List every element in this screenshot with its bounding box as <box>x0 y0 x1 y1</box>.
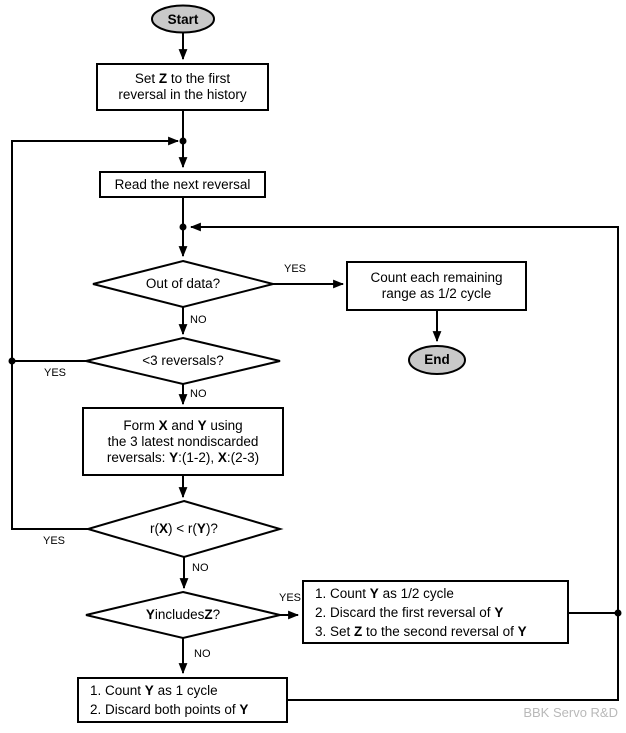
connector-left-loop-to-read <box>11 136 180 530</box>
connector-right-loop-to-read <box>189 222 619 701</box>
text-line: reversals: Y:(1-2), X:(2-3) <box>106 449 260 465</box>
junction-dots <box>8 137 622 617</box>
process-form-xy-label: Form X and Y using the 3 latest nondisca… <box>83 408 283 475</box>
text-line: Form X and Y using <box>123 417 243 433</box>
process-count-half-label: 1. Count Y as 1/2 cycle 2. Discard the f… <box>315 581 568 643</box>
process-form-xy-shape <box>82 407 284 476</box>
edge-label-lt3-yes: YES <box>44 367 67 379</box>
edge-label-compare-no: NO <box>192 562 209 574</box>
terminal-start-shape <box>151 4 215 34</box>
text-line: 1. Count Y as 1/2 cycle <box>315 585 454 601</box>
process-count-half-shape <box>302 580 569 644</box>
node-shapes <box>77 4 569 723</box>
edge-label-includes-no: NO <box>194 648 211 660</box>
process-read-next-shape <box>99 171 266 198</box>
text-line: the 3 latest nondiscarded <box>107 433 259 449</box>
decision-y-includes-z-shape <box>85 590 281 640</box>
process-set-z-shape <box>96 63 269 111</box>
text-line: 2. Discard both points of Y <box>90 702 249 717</box>
decision-y-includes-z-label: Y includes Z? <box>145 607 221 622</box>
decision-lt3-reversals-shape <box>85 336 281 386</box>
text-line: Count each remaining <box>370 270 503 285</box>
edge-label-out-of-data-no: NO <box>190 314 207 326</box>
text-line: 1. Count Y as 1 cycle <box>90 683 218 698</box>
process-count-full-label: 1. Count Y as 1 cycle 2. Discard both po… <box>90 678 287 722</box>
junction-dot <box>8 357 16 365</box>
decision-out-of-data-label: Out of data? <box>145 276 221 291</box>
terminal-end-label: End <box>424 352 450 367</box>
junction-dot <box>614 609 622 617</box>
process-read-next-label: Read the next reversal <box>114 176 251 192</box>
process-count-full-shape <box>77 677 288 723</box>
decision-out-of-data-shape <box>92 259 274 309</box>
edge-label-compare-yes: YES <box>43 535 66 547</box>
text-line: 3. Set Z to the second reversal of Y <box>315 623 527 639</box>
process-count-remaining-label: Count each remaining range as 1/2 cycle <box>347 262 526 310</box>
text-line: reversal in the history <box>118 87 247 102</box>
process-set-z-label: Set Z to the first reversal in the histo… <box>97 64 268 110</box>
terminal-end-shape <box>408 345 466 375</box>
edge-label-out-of-data-yes: YES <box>284 263 307 275</box>
terminal-start-label: Start <box>167 11 199 27</box>
connectors <box>11 33 619 701</box>
text-line: Set Z to the first <box>134 71 231 86</box>
decision-range-compare-label: r(X) < r(Y)? <box>150 521 218 536</box>
decision-range-compare-shape <box>84 499 284 559</box>
junction-dot <box>179 223 187 231</box>
junction-dot <box>179 137 187 145</box>
watermark-text: BBK Servo R&D <box>523 705 618 720</box>
process-count-remaining-shape <box>346 261 527 311</box>
decision-lt3-reversals-label: <3 reversals? <box>142 353 224 368</box>
text-line: 2. Discard the first reversal of Y <box>315 604 504 620</box>
edge-label-lt3-no: NO <box>190 388 207 400</box>
edge-label-includes-yes: YES <box>279 592 302 604</box>
text-line: range as 1/2 cycle <box>381 286 492 301</box>
